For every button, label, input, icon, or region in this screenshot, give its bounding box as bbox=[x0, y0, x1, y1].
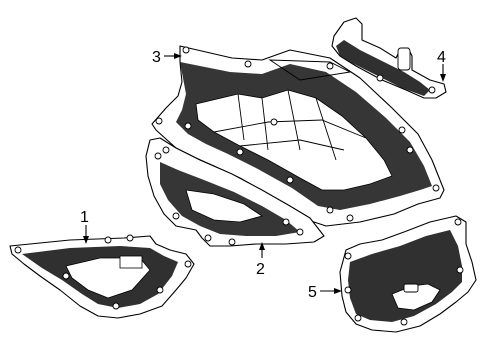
callout-leaders bbox=[83, 53, 446, 294]
rear-side-cover bbox=[339, 215, 477, 333]
callout-4: 4 bbox=[437, 49, 446, 66]
main-under-cover bbox=[151, 45, 445, 227]
callout-2: 2 bbox=[256, 261, 265, 278]
center-splash-shield bbox=[145, 137, 325, 247]
callout-5: 5 bbox=[308, 284, 317, 301]
side-bracket bbox=[331, 17, 447, 99]
callout-3: 3 bbox=[152, 49, 161, 66]
front-splash-shield bbox=[9, 234, 195, 319]
callout-1: 1 bbox=[80, 209, 89, 226]
